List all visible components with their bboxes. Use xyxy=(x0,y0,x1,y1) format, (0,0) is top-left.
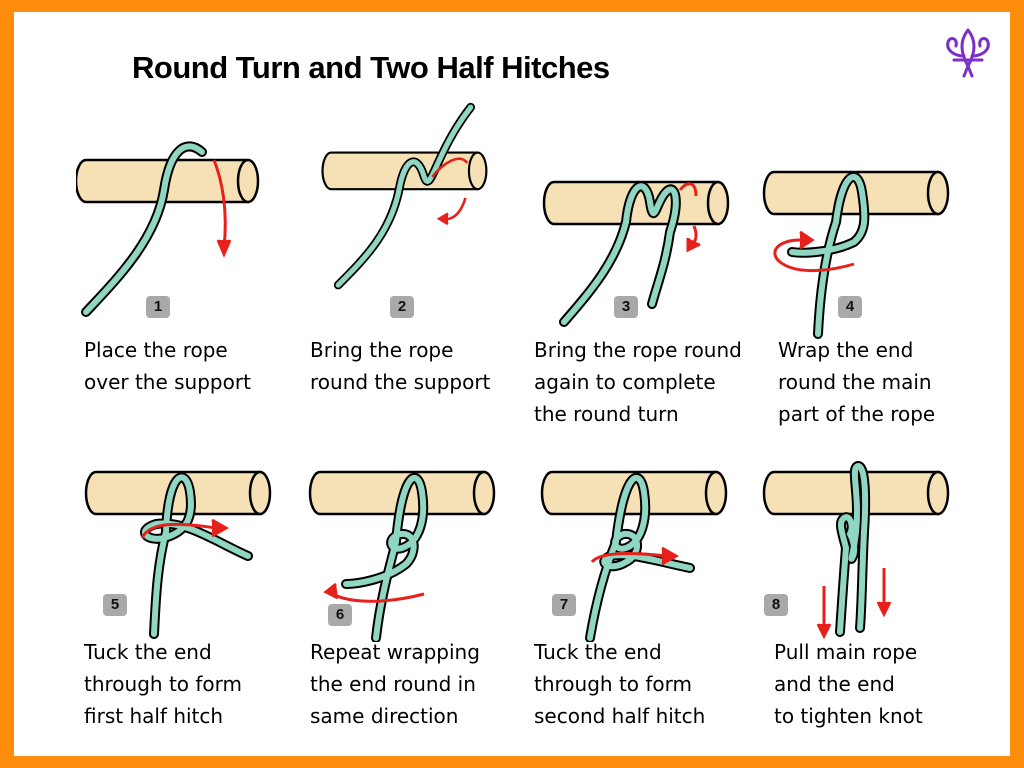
diagram-frame: Round Turn and Two Half Hitches xyxy=(14,12,1010,756)
support-pole xyxy=(308,470,496,516)
caption-line: the round turn xyxy=(534,402,679,426)
rope xyxy=(787,171,870,339)
step-number-badge: 5 xyxy=(103,594,127,616)
caption-line: Wrap the end xyxy=(778,338,914,362)
caption-line: Repeat wrapping xyxy=(310,640,480,664)
step-2-caption: Bring the rope round the support xyxy=(310,334,540,398)
fleur-de-lis-icon xyxy=(946,28,990,78)
caption-line: Pull main rope xyxy=(774,640,918,664)
step-1-illustration xyxy=(76,141,260,317)
rope xyxy=(835,460,871,637)
step-5-caption: Tuck the end through to form first half … xyxy=(84,636,314,732)
step-7-caption: Tuck the end through to form second half… xyxy=(534,636,764,732)
direction-arrow xyxy=(773,230,855,273)
rope xyxy=(81,141,207,317)
step-8-caption: Pull main rope and the end to tighten kn… xyxy=(774,636,1004,732)
rope xyxy=(559,181,681,327)
caption-line: round the support xyxy=(310,370,491,394)
step-8-illustration xyxy=(762,460,950,640)
diagram-title: Round Turn and Two Half Hitches xyxy=(132,50,610,85)
step-number-badge: 2 xyxy=(390,296,414,318)
caption-line: through to form xyxy=(84,672,243,696)
caption-line: Bring the rope xyxy=(310,338,454,362)
step-3-caption: Bring the rope round again to complete t… xyxy=(534,334,764,430)
step-4-caption: Wrap the end round the main part of the … xyxy=(778,334,1008,430)
direction-arrow xyxy=(212,159,232,258)
caption-line: Tuck the end xyxy=(84,640,212,664)
step-2-illustration xyxy=(321,102,488,290)
caption-line: over the support xyxy=(84,370,251,394)
step-number-badge: 4 xyxy=(838,296,862,318)
direction-arrow xyxy=(431,157,469,226)
caption-line: and the end xyxy=(774,672,895,696)
caption-line: Tuck the end xyxy=(534,640,662,664)
step-number-badge: 7 xyxy=(552,594,576,616)
caption-line: the end round in xyxy=(310,672,476,696)
direction-arrow xyxy=(678,182,701,253)
caption-line: Place the rope xyxy=(84,338,228,362)
step-number-badge: 6 xyxy=(328,604,352,626)
direction-arrow xyxy=(140,518,230,539)
step-3-illustration xyxy=(542,180,730,327)
caption-line: second half hitch xyxy=(534,704,706,728)
caption-line: first half hitch xyxy=(84,704,224,728)
direction-arrow xyxy=(590,546,680,566)
step-number-badge: 3 xyxy=(614,296,638,318)
step-5-illustration xyxy=(84,470,272,639)
caption-line: same direction xyxy=(310,704,459,728)
rope xyxy=(333,102,476,290)
direction-arrow xyxy=(816,568,892,640)
rope xyxy=(341,472,429,642)
step-6-caption: Repeat wrapping the end round in same di… xyxy=(310,636,540,732)
step-number-badge: 1 xyxy=(146,296,170,318)
direction-arrow xyxy=(323,582,425,603)
caption-line: Bring the rope round xyxy=(534,338,742,362)
support-pole xyxy=(762,470,950,516)
caption-line: again to complete xyxy=(534,370,716,394)
step-6-illustration xyxy=(308,470,496,642)
support-pole xyxy=(762,170,950,216)
step-4-illustration xyxy=(762,170,950,339)
caption-line: through to form xyxy=(534,672,693,696)
caption-line: round the main xyxy=(778,370,932,394)
step-1-caption: Place the rope over the support xyxy=(84,334,314,398)
caption-line: part of the rope xyxy=(778,402,936,426)
caption-line: to tighten knot xyxy=(774,704,923,728)
step-7-illustration xyxy=(540,470,728,642)
step-number-badge: 8 xyxy=(764,594,788,616)
